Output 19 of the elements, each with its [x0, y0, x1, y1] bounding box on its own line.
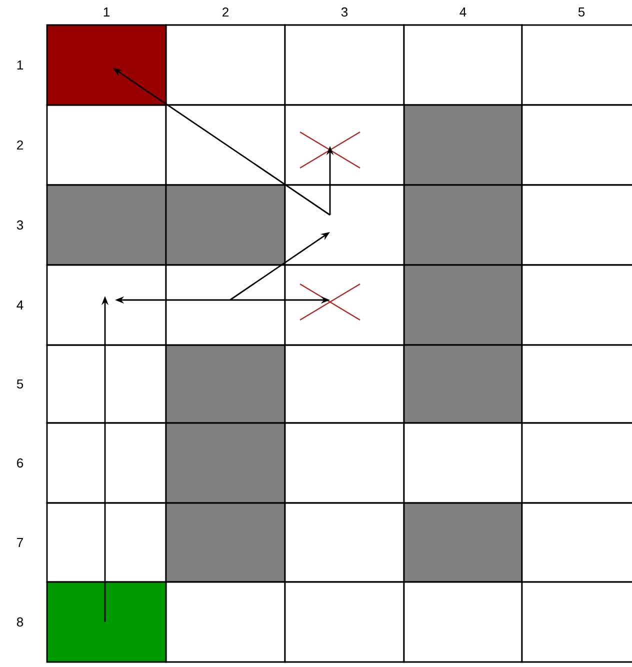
row-number: 4: [16, 300, 24, 310]
row-number: 5: [16, 379, 24, 389]
grid-cell: [165, 264, 286, 346]
column-number: 4: [460, 8, 466, 16]
row-number: 6: [17, 458, 24, 468]
column-number: 5: [578, 7, 585, 17]
row-number: 3: [16, 220, 24, 230]
grid-cell: [46, 24, 167, 106]
column-number: 3: [341, 7, 348, 17]
grid-cell: [284, 184, 405, 266]
grid-cell: [46, 264, 167, 346]
row-number: 2: [17, 140, 23, 150]
grid-cell: [284, 264, 405, 346]
grid-cell: [284, 104, 405, 186]
row-number: 1: [17, 60, 23, 70]
grid-cell: [46, 581, 167, 663]
column-number: 2: [222, 7, 228, 17]
row-number: 8: [16, 617, 24, 627]
row-number: 7: [17, 538, 23, 547]
